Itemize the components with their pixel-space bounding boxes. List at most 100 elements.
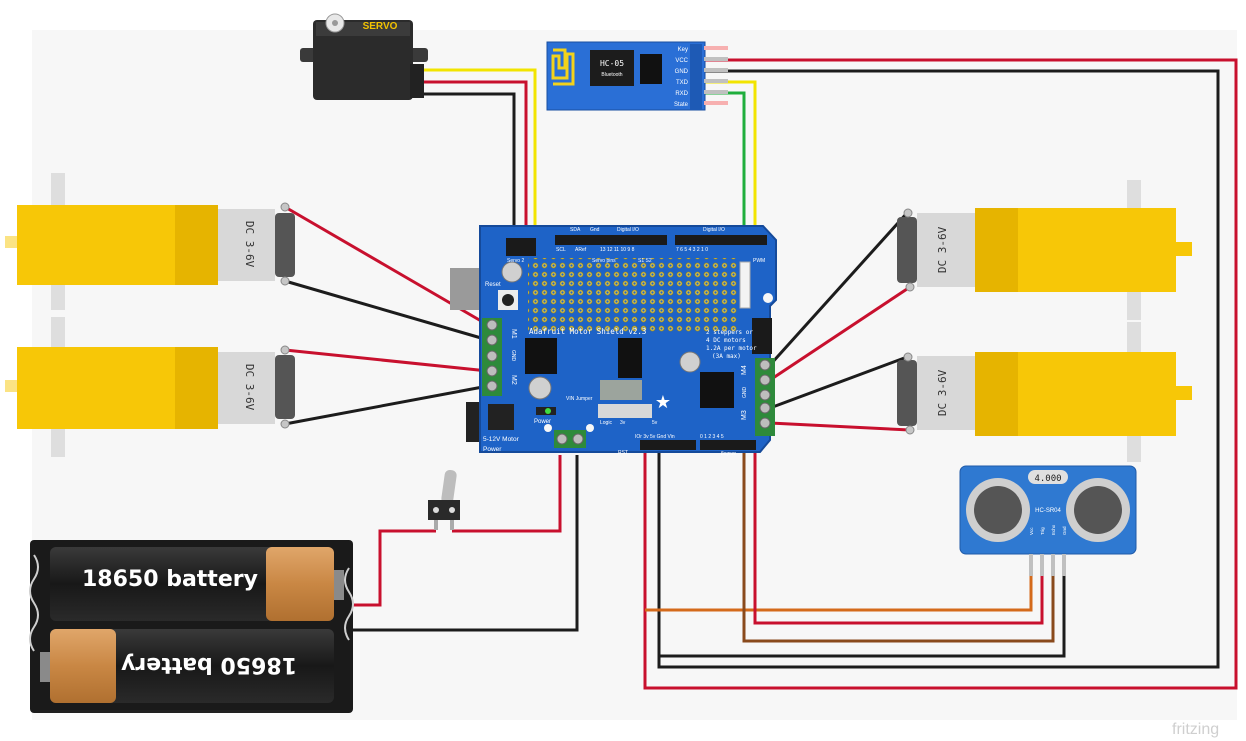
wire-motor-lb-red xyxy=(284,348,489,373)
shield-analog: analog xyxy=(721,450,736,456)
sr04-crystal: 4.000 xyxy=(1034,474,1061,484)
shield-steppers: 2 steppers or xyxy=(706,329,753,336)
wire-motor-lt-black xyxy=(284,279,489,342)
dc-motor-right-bottom: DC 3-6V xyxy=(897,322,1192,462)
shield-gnd-left: GND xyxy=(510,350,516,362)
sr04-pin xyxy=(1040,554,1044,576)
sr04-pin-label: Echo xyxy=(1051,524,1056,535)
wire-motor-rb-black xyxy=(769,355,908,410)
battery-top-label: 18650 battery xyxy=(82,567,258,592)
ultrasonic-sensor: 4.000 HC-SR04 Vcc Trig Echo Gnd xyxy=(959,465,1137,576)
sr04-pin-labels: Vcc Trig Echo Gnd xyxy=(1029,524,1067,576)
wire-sr04-trig xyxy=(753,438,1044,625)
sr04-pin xyxy=(1062,554,1066,576)
motor-label-lb: DC 3-6V xyxy=(243,364,256,411)
shield-gnd-right: GND xyxy=(742,387,748,399)
bt-pin-label: VCC xyxy=(675,58,688,64)
shield-rst: RST xyxy=(618,450,628,456)
shield-servo2: Servo 2 xyxy=(507,258,524,264)
bt-pin-label: State xyxy=(674,102,689,108)
bt-pin-label: RXD xyxy=(675,91,688,97)
shield-vin-jumper: VIN Jumper xyxy=(566,396,593,402)
wire-bt-gnd xyxy=(657,69,1220,669)
bt-pin xyxy=(704,90,728,94)
wire-motor-rt-red xyxy=(769,285,911,382)
shield-gnd-top: Gnd xyxy=(590,227,600,233)
battery-pack: 18650 battery 18650 battery xyxy=(29,540,354,713)
shield-max: (3A max) xyxy=(712,353,741,360)
wire-servo-power xyxy=(422,80,528,240)
motor-label-rt: DC 3-6V xyxy=(936,226,949,273)
wire-batt-red-b xyxy=(452,455,562,533)
shield-digital-io-1: Digital I/O xyxy=(617,227,639,233)
wire-servo-signal xyxy=(422,68,537,240)
dc-motor-left-top: DC 3-6V xyxy=(5,173,295,310)
servo-motor: SERVO xyxy=(300,13,428,100)
sr04-pin-label: Trig xyxy=(1040,527,1045,535)
servo-label: SERVO xyxy=(363,21,398,32)
bt-sub-label: Bluetooth xyxy=(601,72,622,78)
wire-motor-rt-black xyxy=(768,211,909,367)
wire-sr04-echo xyxy=(742,438,1055,643)
bt-pin xyxy=(704,79,728,83)
sr04-pin-label: Gnd xyxy=(1062,526,1067,535)
wires xyxy=(284,58,1238,690)
sr04-model: HC-SR04 xyxy=(1035,508,1061,514)
bt-chip-label: HC-05 xyxy=(600,59,624,68)
shield-m2: M2 xyxy=(510,375,517,385)
shield-top-nums: 13 12 11 10 9 8 xyxy=(600,247,635,253)
wire-sr04-vcc xyxy=(645,575,1033,612)
sr04-pin-label: Vcc xyxy=(1029,527,1034,535)
bt-pin xyxy=(704,68,728,72)
wire-batt-red-a xyxy=(352,529,436,607)
wire-bt-vcc xyxy=(643,58,1238,690)
shield-power: Power xyxy=(483,446,502,453)
fritzing-watermark: fritzing xyxy=(1172,721,1219,738)
sr04-pin xyxy=(1051,554,1055,576)
wire-sr04-gnd xyxy=(659,575,1066,658)
motor-label-lt: DC 3-6V xyxy=(243,221,256,268)
shield-bottom-labels: IOr 3v 5v Gnd Vin xyxy=(635,434,675,440)
shield-s1s2: S1 S2 xyxy=(638,258,652,264)
shield-v5: 5v xyxy=(652,420,658,426)
shield-logic: Logic xyxy=(600,420,612,426)
star-logo-icon: ★ xyxy=(655,392,671,412)
shield-servo-pins: Servo pins xyxy=(592,258,616,264)
bt-pin-label: Key xyxy=(678,47,688,53)
sr04-pin xyxy=(1029,554,1033,576)
shield-power-label: Power xyxy=(534,419,551,425)
shield-m3: M3 xyxy=(741,410,748,420)
shield-scl: SCL xyxy=(556,247,566,253)
shield-reset: Reset xyxy=(485,282,501,288)
wire-servo-ground xyxy=(422,92,516,240)
motor-shield: ★ SDA Gnd Digital I/O Digital I/O SCL AR… xyxy=(450,225,777,456)
antenna-trace xyxy=(551,48,575,86)
wire-batt-black xyxy=(352,455,579,632)
bt-pin xyxy=(704,57,728,61)
bt-pin xyxy=(704,101,728,105)
shield-motor-power: 5-12V Motor xyxy=(483,436,520,443)
shield-m1: M1 xyxy=(510,329,517,339)
battery-bottom-label: 18650 battery xyxy=(121,652,297,677)
bt-pin-label: GND xyxy=(675,69,689,75)
shield-digital-io-2: Digital I/O xyxy=(703,227,725,233)
shield-title: Adafruit Motor Shield v2.3 xyxy=(529,327,646,336)
shield-sda: SDA xyxy=(570,227,581,233)
motor-label-rb: DC 3-6V xyxy=(936,369,949,416)
shield-pwm: PWM xyxy=(753,258,765,264)
shield-m4: M4 xyxy=(741,365,748,375)
shield-amps: 1.2A per motor xyxy=(706,345,757,352)
wire-motor-lb-black xyxy=(284,384,489,426)
bt-pin-label: TXD xyxy=(676,80,689,86)
dc-motor-right-top: DC 3-6V xyxy=(897,180,1192,320)
toggle-switch xyxy=(428,469,460,530)
shield-dc: 4 DC motors xyxy=(706,337,746,344)
shield-top-nums-2: 7 6 5 4 3 2 1 0 xyxy=(676,247,708,253)
dc-motor-left-bottom: DC 3-6V xyxy=(5,317,295,457)
shield-bottom-nums: 0 1 2 3 4 5 xyxy=(700,434,724,440)
wire-motor-rb-red xyxy=(769,421,911,432)
shield-v3: 3v xyxy=(620,420,626,426)
